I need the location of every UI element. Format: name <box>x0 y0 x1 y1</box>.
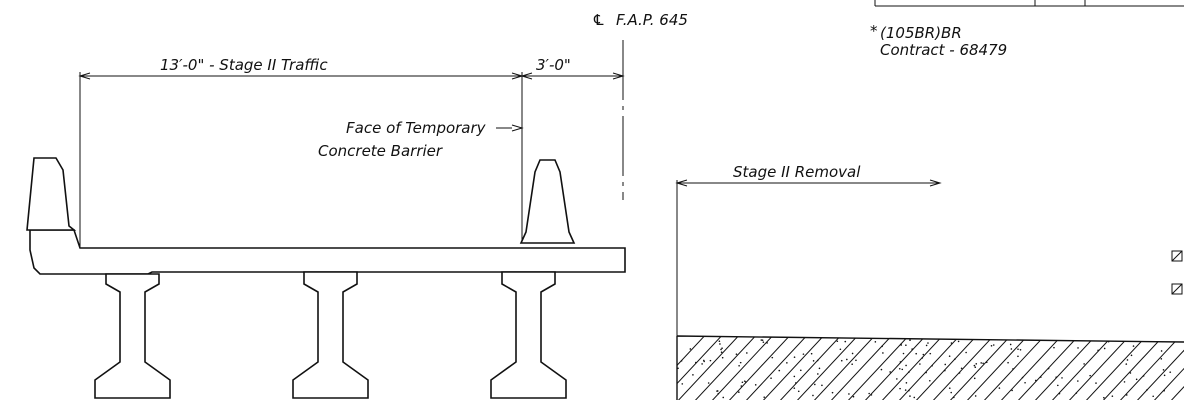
legend-box-1 <box>1171 250 1183 262</box>
centerline-label: ℄ F.A.P. 645 <box>592 11 688 29</box>
dimension-line: 13′-0" - Stage II Traffic 3′-0" <box>78 56 625 250</box>
centerline-symbol: ℄ <box>592 11 605 29</box>
removal-label: Stage II Removal <box>733 163 861 181</box>
note-asterisk: * <box>870 22 878 40</box>
note-line-1: (105BR)BR <box>880 24 962 42</box>
title-table-fragment <box>874 0 1184 7</box>
girder-2 <box>292 271 369 399</box>
dim-traffic-label: 13′-0" - Stage II Traffic <box>160 56 328 74</box>
removal-slab-outline <box>676 335 1184 400</box>
temporary-barrier <box>519 159 576 244</box>
removal-slab-hatch <box>677 336 1184 400</box>
removal-detail: Stage II Removal <box>675 163 1184 400</box>
bridge-section <box>26 157 626 399</box>
legend-box-2 <box>1171 283 1183 295</box>
girder-1 <box>94 273 171 399</box>
barrier-callout: Face of Temporary Concrete Barrier <box>318 119 524 160</box>
contract-note: * (105BR)BR Contract - 68479 <box>870 22 1007 59</box>
barrier-label-line-2: Concrete Barrier <box>318 142 443 160</box>
left-parapet <box>26 157 77 231</box>
centerline-text: F.A.P. 645 <box>616 11 688 29</box>
note-line-2: Contract - 68479 <box>880 41 1007 59</box>
barrier-label-line-1: Face of Temporary <box>346 119 487 137</box>
dim-offset-label: 3′-0" <box>536 56 571 74</box>
girder-3 <box>490 271 567 399</box>
